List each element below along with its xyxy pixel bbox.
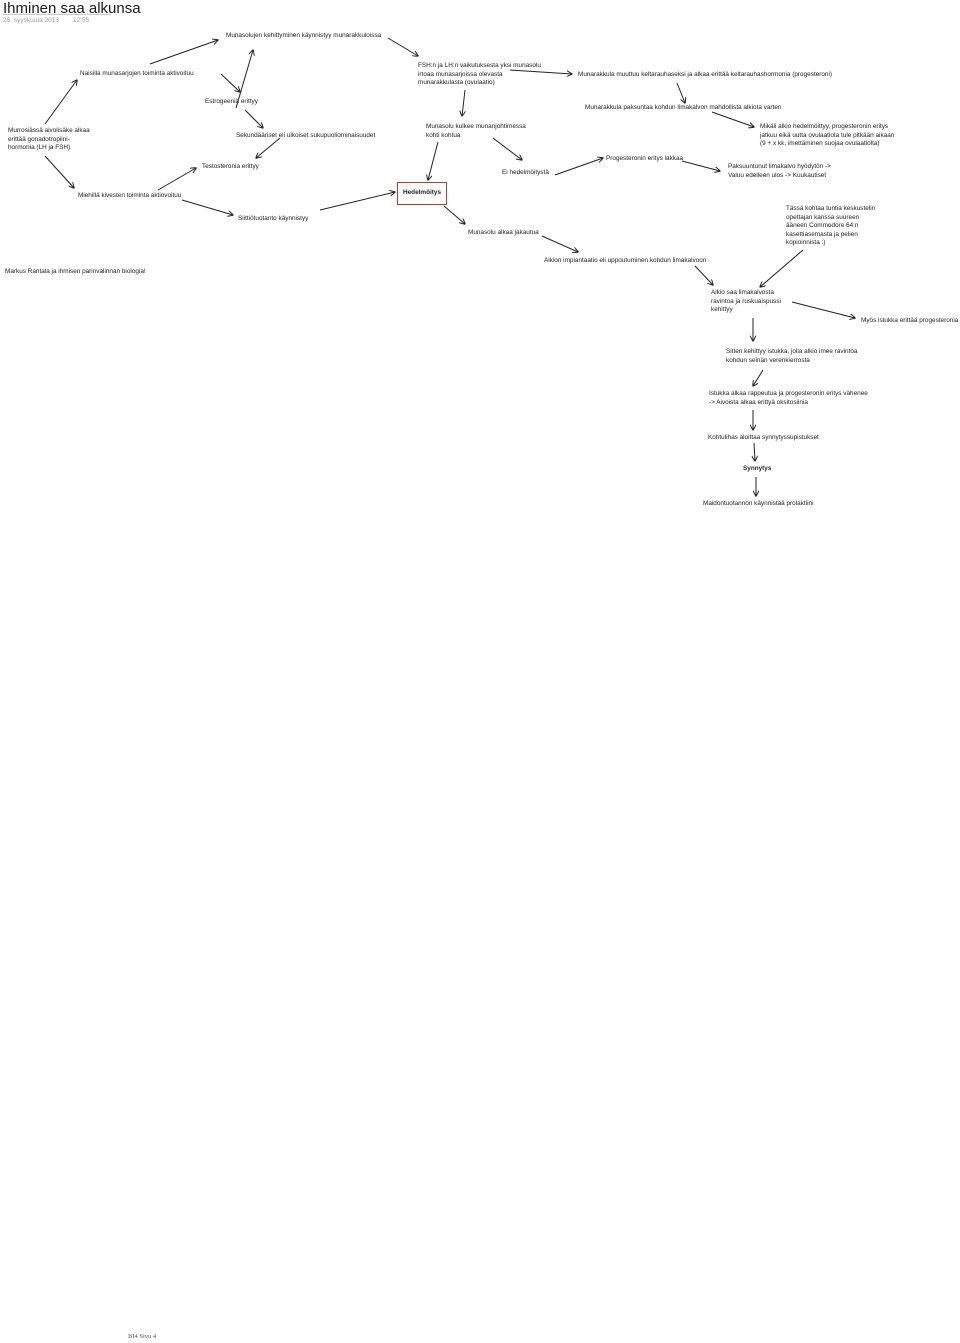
arrow xyxy=(387,37,418,56)
arrow xyxy=(754,442,755,461)
node-prolactin: Maidontuotannon käynnistää prolaktiini xyxy=(703,500,814,507)
node-ovaries-active: Naisilla munasarjojen toiminta aktivoitu… xyxy=(80,70,194,77)
arrow xyxy=(760,249,804,287)
node-implantation: Alkion implantaatio eli uppoutuminen koh… xyxy=(544,257,707,264)
page-date: 25. syyskuuta 2013 xyxy=(3,17,60,24)
arrow xyxy=(157,168,196,191)
arrow xyxy=(541,235,578,252)
node-sperm-production: Siittiötuotanto käynnistyy xyxy=(238,215,309,222)
arrow xyxy=(462,89,465,116)
node-endometrium-thickens: Munarakkula paksuntaa kohdun limakalvon … xyxy=(585,104,782,111)
arrow xyxy=(44,80,77,125)
arrow xyxy=(181,199,233,215)
arrow xyxy=(44,155,74,188)
arrow xyxy=(681,160,720,171)
node-testes-active: Miehillä kivesten toiminta aktiovoituu xyxy=(78,192,182,199)
node-corpus-luteum: Munarakkula muuttuu keltarauhaseksi ja a… xyxy=(578,71,832,78)
arrow xyxy=(220,73,240,92)
node-puberty: Murrosiässä aivolisäke alkaa erittää gon… xyxy=(8,127,90,151)
node-progesterone-stops: Progesteronin eritys lakkaa xyxy=(606,155,684,162)
page-time: 12:55 xyxy=(72,17,90,24)
node-not-fertilized: Ei hedelmöitystä xyxy=(502,169,549,176)
arrow xyxy=(711,111,754,127)
node-ovulation: FSH:n ja LH:n vaikutuksesta yksi munasol… xyxy=(418,62,541,86)
node-egg-development: Munasolujen kehittyminen käynnistyy muna… xyxy=(226,32,382,39)
node-placenta-ages: Istukka alkaa rappeutua ja progesteronin… xyxy=(709,390,868,406)
arrow xyxy=(235,50,253,109)
arrow xyxy=(256,137,281,158)
node-egg-travels: Munasolu kulkee munanjohtimessa kohti ko… xyxy=(426,123,526,139)
arrow xyxy=(791,301,855,318)
arrow xyxy=(244,109,263,128)
node-egg-divides: Munasolu alkaa jakautua xyxy=(468,229,539,236)
page-title: Ihminen saa alkunsa xyxy=(3,0,141,17)
arrow xyxy=(319,192,395,211)
page-footer: BI4 Sivu 4 xyxy=(128,1333,157,1340)
node-credit: Markus Rantala ja ihmisen parinvalinnan … xyxy=(5,268,146,275)
arrow xyxy=(694,265,713,285)
arrow xyxy=(509,69,572,74)
node-lining-shed: Paksuuntunut limakalvo hyödytön -> Valuu… xyxy=(728,163,831,179)
node-fertilization: Hedelmöitys xyxy=(397,182,448,205)
arrow xyxy=(428,141,439,180)
arrow xyxy=(443,205,465,224)
node-embryo-nourished: Alkio saa limakalvosta ravintoa ja rusku… xyxy=(711,289,781,313)
node-placenta-progesterone: Myös istukka erittää progesteronia xyxy=(861,317,959,324)
arrow xyxy=(676,82,685,103)
page-timestamp: 25. syyskuuta 2013 12:55 xyxy=(3,17,101,24)
node-secondary-traits: Sekundääriset eli ulkoiset sukupuoliomin… xyxy=(236,132,376,139)
node-if-fertilized: Mikäli alkio hedelmöittyy, progesteronin… xyxy=(760,123,895,147)
arrow xyxy=(492,137,522,160)
arrow xyxy=(753,369,764,386)
node-contractions: Kohtulihas aloittaa synnytyssupistukset xyxy=(708,434,819,441)
arrow xyxy=(149,40,218,65)
node-testosterone: Testosteronia erittyy xyxy=(202,163,259,170)
node-estrogen: Estrogeeniä erittyy xyxy=(205,98,258,105)
node-birth: Synnytys xyxy=(743,465,772,472)
arrow xyxy=(554,158,603,176)
node-placenta-forms: Sitten kehittyy istukka, jolla alkio ime… xyxy=(726,348,858,364)
node-commodore-note: Tässä kohtaa tuntia keskustelin opettaja… xyxy=(786,205,876,246)
title-divider xyxy=(3,14,111,15)
